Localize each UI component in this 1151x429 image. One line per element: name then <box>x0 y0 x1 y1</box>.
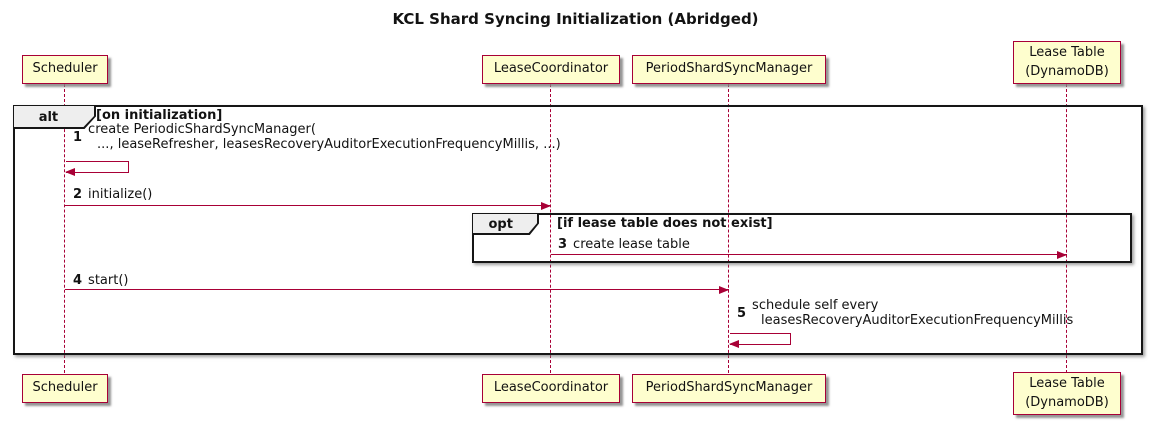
participant-lease-coordinator-bottom: LeaseCoordinator <box>482 374 620 403</box>
opt-pentagon-fill <box>473 214 538 234</box>
message-3-text: create lease table <box>573 237 690 252</box>
message-5: 5 schedule self every leasesRecoveryAudi… <box>737 298 1073 328</box>
message-5-line2: leasesRecoveryAuditorExecutionFrequencyM… <box>761 313 1074 328</box>
alt-frame <box>13 105 1143 355</box>
lifeline-lease-table <box>1066 84 1067 373</box>
participant-label: LeaseCoordinator <box>493 380 609 396</box>
alt-operator-label: alt <box>38 110 59 125</box>
message-5-arrowhead <box>729 340 739 348</box>
participant-lease-coordinator-top: LeaseCoordinator <box>482 55 620 84</box>
message-1-self-arrow <box>66 161 129 173</box>
message-1-line2: ..., leaseRefresher, leasesRecoveryAudit… <box>97 137 561 152</box>
diagram-title: KCL Shard Syncing Initialization (Abridg… <box>392 10 759 28</box>
participant-sublabel: (DynamoDB) <box>1025 63 1109 79</box>
participant-label: Lease Table <box>1029 45 1105 61</box>
participant-label: Lease Table <box>1029 376 1105 392</box>
participant-sublabel: (DynamoDB) <box>1025 394 1109 410</box>
message-2-text: initialize() <box>88 187 153 202</box>
message-5-number: 5 <box>737 305 747 321</box>
opt-condition: [if lease table does not exist] <box>557 216 773 231</box>
message-5-text: schedule self every leasesRecoveryAudito… <box>752 298 1073 328</box>
alt-frame-operator: alt <box>14 106 96 129</box>
participant-label: LeaseCoordinator <box>493 61 609 77</box>
message-5-self-arrow <box>730 333 791 345</box>
message-3-arrowhead <box>1057 251 1067 259</box>
message-1-arrowhead <box>65 168 75 176</box>
message-1-line1: create PeriodicShardSyncManager( <box>88 122 316 137</box>
message-4-text: start() <box>88 273 129 288</box>
message-2-arrow-line <box>65 205 551 206</box>
message-5-line1: schedule self every <box>752 298 879 313</box>
message-4-arrowhead <box>719 286 729 294</box>
participant-lease-table-top: Lease Table (DynamoDB) <box>1013 41 1121 84</box>
alt-condition: [on initialization] <box>96 108 223 123</box>
participant-period-shard-sync-manager-top: PeriodShardSyncManager <box>632 55 826 84</box>
message-4: 4 start() <box>73 273 128 288</box>
lifeline-period-shard-sync-manager <box>728 84 729 373</box>
participant-scheduler-bottom: Scheduler <box>22 374 108 403</box>
participant-label: PeriodShardSyncManager <box>645 380 813 396</box>
lifeline-scheduler <box>64 84 65 373</box>
alt-pentagon-fill <box>14 106 95 128</box>
message-4-number: 4 <box>73 273 83 288</box>
participant-lease-table-bottom: Lease Table (DynamoDB) <box>1013 372 1121 415</box>
participant-label: Scheduler <box>32 380 98 396</box>
opt-operator-label: opt <box>488 217 513 232</box>
participant-label: Scheduler <box>32 61 98 77</box>
message-4-arrow-line <box>65 289 729 290</box>
message-3: 3 create lease table <box>558 237 690 252</box>
message-1: 1 create PeriodicShardSyncManager( ..., … <box>73 122 561 152</box>
message-2-number: 2 <box>73 187 83 202</box>
message-1-text: create PeriodicShardSyncManager( ..., le… <box>88 122 561 152</box>
opt-frame-operator: opt <box>473 214 539 235</box>
message-1-number: 1 <box>73 129 83 145</box>
opt-frame <box>472 213 1132 263</box>
message-2-arrowhead <box>541 202 551 210</box>
participant-label: PeriodShardSyncManager <box>645 61 813 77</box>
participant-period-shard-sync-manager-bottom: PeriodShardSyncManager <box>632 374 826 403</box>
lifeline-lease-coordinator <box>550 84 551 373</box>
message-2: 2 initialize() <box>73 187 152 202</box>
message-3-number: 3 <box>558 237 568 252</box>
participant-scheduler-top: Scheduler <box>22 55 108 84</box>
message-3-arrow-line <box>551 254 1067 255</box>
